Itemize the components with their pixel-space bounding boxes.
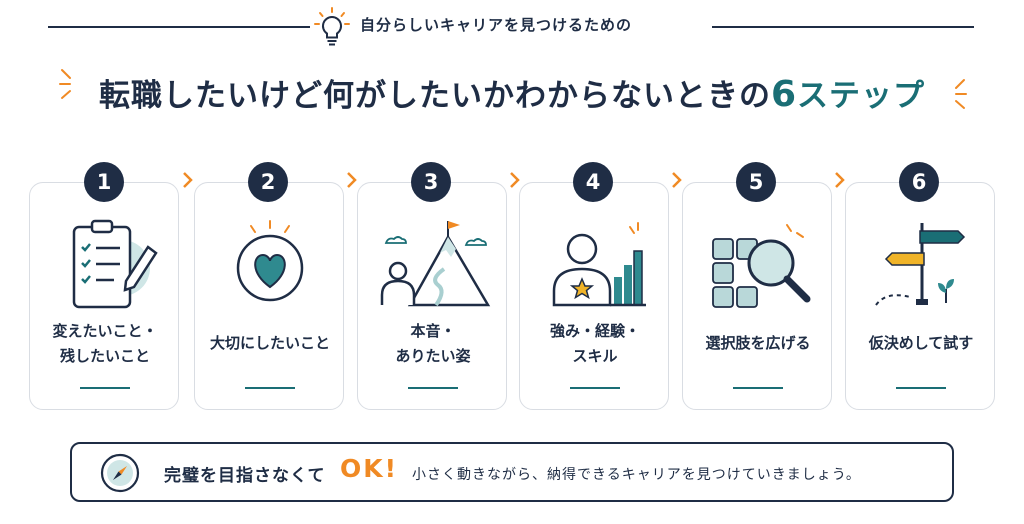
step-label-5a: 選択肢を広げる — [705, 334, 811, 352]
step-underline — [245, 387, 295, 389]
step-card-2: 大切にしたいこと — [194, 182, 344, 410]
step-card-1: 変えたいこと・ 残したいこと — [29, 182, 179, 410]
step-badge-2: 2 — [248, 162, 288, 202]
title-number: 6 — [770, 74, 798, 115]
chevron-right-icon — [835, 172, 845, 188]
compass-icon — [100, 453, 140, 493]
chevron-right-icon — [672, 172, 682, 188]
step-underline — [733, 387, 783, 389]
person-bar-chart-icon — [552, 222, 646, 307]
page-title: 転職したいけど何がしたいかわからないときの6ステップ — [0, 70, 1024, 115]
footer-main-text: 完璧を目指さなくて — [164, 466, 326, 486]
sparkle-right-icon — [955, 79, 967, 109]
step-label-4b: スキル — [572, 347, 618, 365]
step-underline — [896, 387, 946, 389]
step-card-4: 強み・経験・ スキル — [519, 182, 669, 410]
step-badge-1: 1 — [84, 162, 124, 202]
step-badge-6: 6 — [899, 162, 939, 202]
signpost-icon — [875, 223, 966, 306]
footer-banner: 完璧を目指さなくて OK! 小さく動きながら、納得できるキャリアを見つけていきま… — [70, 442, 954, 502]
step-label-6a: 仮決めして試す — [868, 334, 974, 352]
clipboard-checklist-icon — [72, 219, 158, 309]
step-badge-4: 4 — [573, 162, 613, 202]
chevron-right-icon — [183, 172, 193, 188]
footer-sub-text: 小さく動きながら、納得できるキャリアを見つけていきましょう。 — [412, 467, 861, 483]
step-underline — [80, 387, 130, 389]
step-label-1b: 残したいこと — [59, 347, 150, 365]
step-badge-5: 5 — [736, 162, 776, 202]
title-accent: ステップ — [797, 78, 926, 114]
step-card-3: 本音・ ありたい姿 — [357, 182, 507, 410]
sparkle-left-icon — [59, 69, 71, 99]
step-label-4a: 強み・経験・ — [549, 322, 640, 340]
magnifier-grid-icon — [712, 224, 811, 308]
step-label-1a: 変えたいこと・ — [52, 322, 158, 340]
lightbulb-icon — [314, 7, 350, 46]
header-rule-left — [48, 26, 310, 28]
step-underline — [570, 387, 620, 389]
chevron-right-icon — [510, 172, 520, 188]
heart-icon — [236, 220, 304, 302]
page-subtitle: 自分らしいキャリアを見つけるための — [360, 16, 633, 34]
header-rule-right — [712, 26, 974, 28]
footer-ok-text: OK! — [340, 454, 399, 483]
step-label-2a: 大切にしたいこと — [209, 334, 330, 352]
mountain-flag-icon — [380, 221, 491, 307]
chevron-right-icon — [347, 172, 357, 188]
step-label-3b: ありたい姿 — [395, 347, 471, 365]
step-card-5: 選択肢を広げる — [682, 182, 832, 410]
step-badge-3: 3 — [411, 162, 451, 202]
step-card-6: 仮決めして試す — [845, 182, 995, 410]
step-underline — [408, 387, 458, 389]
title-main: 転職したいけど何がしたいかわからないときの — [98, 78, 771, 114]
step-label-3a: 本音・ — [410, 322, 456, 340]
